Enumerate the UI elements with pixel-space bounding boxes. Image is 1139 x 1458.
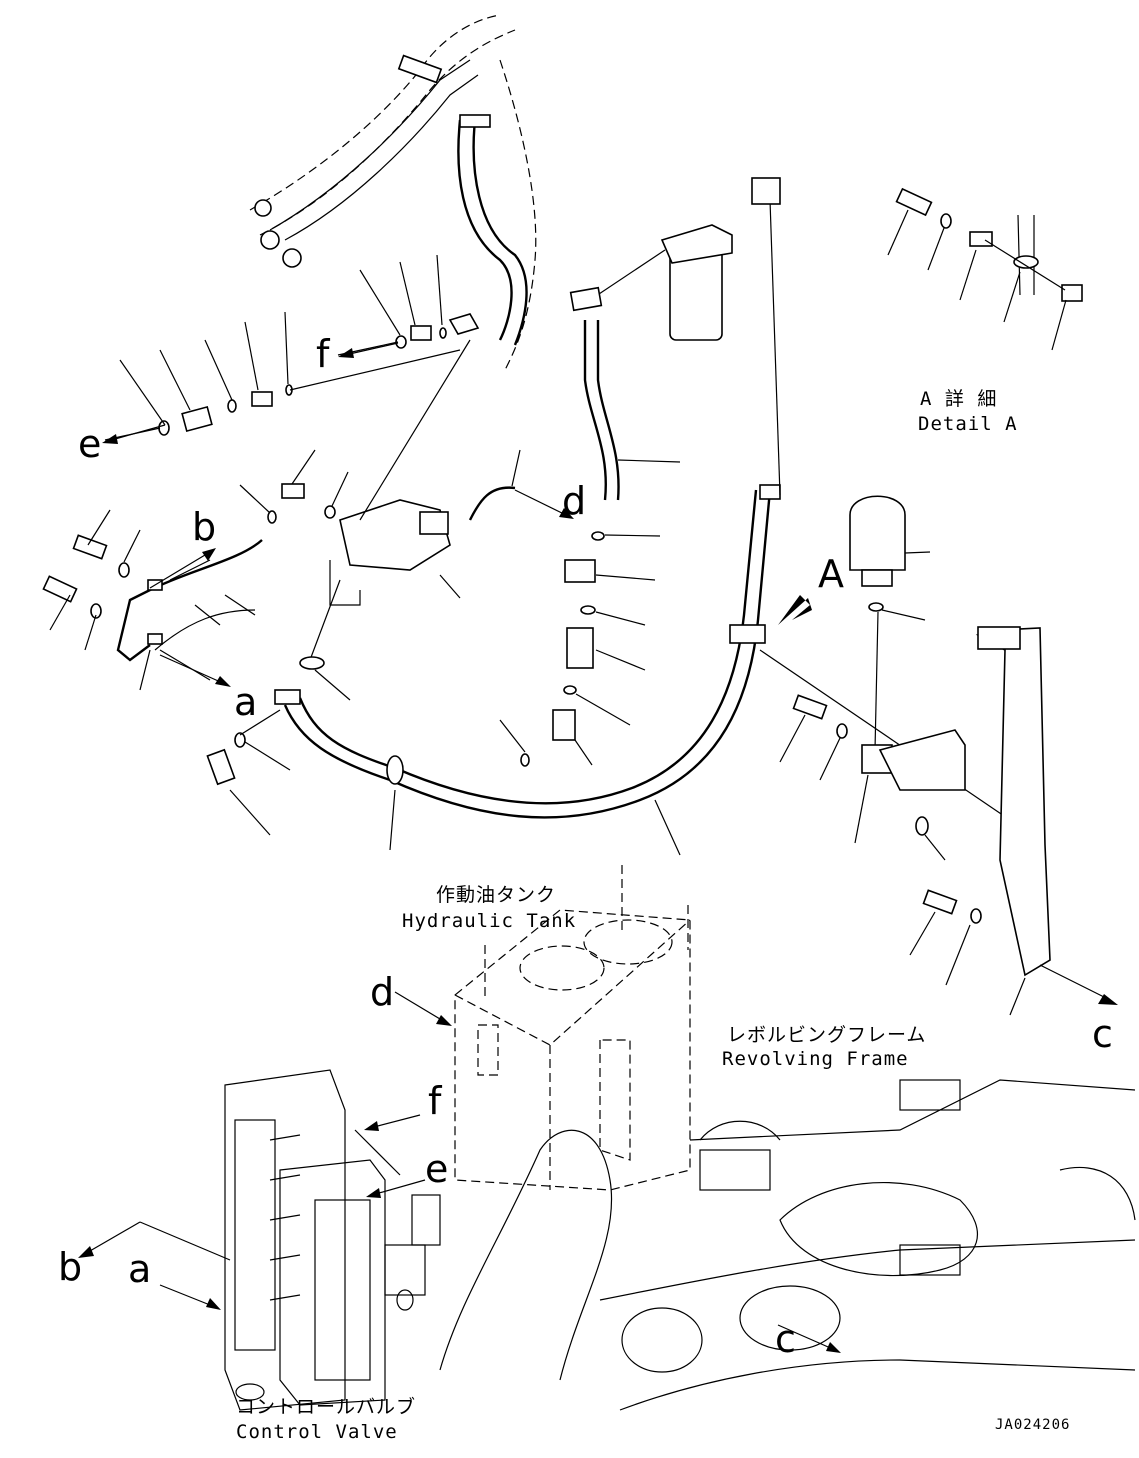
hydraulic-tank-caption-en: Hydraulic Tank [402, 910, 577, 932]
label-e-valve: e [425, 1147, 449, 1191]
label-a-valve: a [128, 1247, 152, 1291]
filter-assembly [499, 224, 733, 767]
upper-hose-bundle [249, 14, 537, 371]
revolving-frame [439, 1079, 1136, 1411]
control-valve [224, 1069, 441, 1411]
label-f-valve: f [428, 1079, 442, 1123]
label-c: c [1092, 1012, 1113, 1056]
label-b-valve: b [58, 1245, 83, 1289]
drawing-code: JA024206 [995, 1417, 1071, 1433]
detail-a-caption-jp: A 詳 細 [920, 388, 998, 410]
reference-arrows [78, 342, 841, 1353]
revolving-frame-caption-jp: レボルビングフレーム [727, 1024, 927, 1046]
label-c-frame: c [775, 1317, 796, 1361]
label-e: e [78, 422, 102, 466]
label-d: d [562, 479, 587, 523]
detail-a-caption-en: Detail A [918, 413, 1018, 435]
label-A: A [818, 552, 844, 596]
main-pipe [206, 177, 1011, 856]
control-valve-caption-en: Control Valve [236, 1421, 398, 1443]
hydraulic-tank [454, 865, 691, 1191]
control-valve-caption-jp: コントロールバルブ [236, 1396, 417, 1418]
hydraulic-tank-caption-jp: 作動油タンク [436, 884, 557, 906]
fitting-row [104, 254, 461, 441]
label-d-tank: d [370, 970, 395, 1014]
label-a: a [234, 680, 258, 724]
detail-a-group [887, 187, 1083, 351]
label-b: b [192, 505, 217, 549]
left-hose-assembly [42, 509, 263, 691]
label-f: f [316, 332, 330, 376]
valve-block [239, 339, 521, 701]
revolving-frame-caption-en: Revolving Frame [722, 1048, 909, 1070]
accumulator-bracket [779, 495, 1118, 1016]
